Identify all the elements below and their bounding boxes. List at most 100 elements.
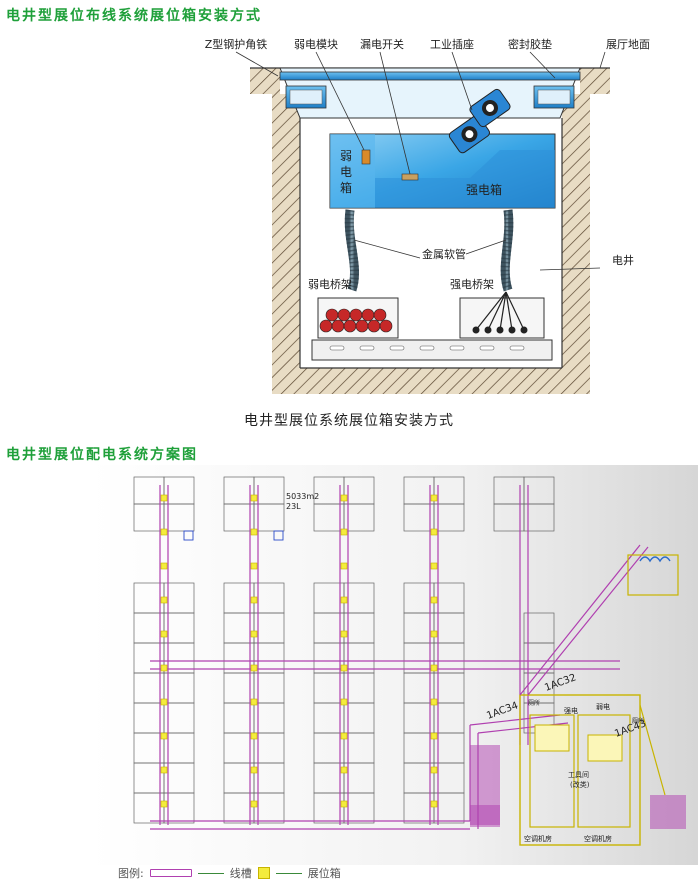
floor-plan: 5033m2 23L 1AC32 1AC34 1AC43 强电 弱电 厕所 厕所… — [90, 465, 698, 865]
label-hall-floor: 展厅地面 — [606, 38, 650, 51]
booth-cell — [523, 503, 555, 532]
booth-box — [430, 800, 438, 808]
label-strong-room: 强电 — [564, 706, 578, 715]
junction-square — [273, 530, 284, 541]
booth-box — [430, 562, 438, 570]
label-shaft: 电井 — [612, 253, 634, 267]
booth-box — [340, 766, 348, 774]
booth-box — [250, 800, 258, 808]
label-strong-box: 强电箱 — [466, 182, 502, 197]
booth-boxes — [160, 494, 438, 808]
booth-cell — [163, 792, 195, 824]
label-z-steel: Z型钢护角铁 — [205, 37, 268, 51]
booth-cell — [433, 792, 465, 824]
booth-box — [160, 664, 168, 672]
legend-trough-line — [197, 872, 224, 874]
section-title-plan: 电井型展位配电系统方案图 — [6, 447, 198, 463]
booth-box — [160, 562, 168, 570]
booth-box — [250, 528, 258, 536]
booth-box — [250, 494, 258, 502]
diagram-caption: 电井型展位系统展位箱安装方式 — [244, 413, 454, 429]
label-ac-room-1: 空调机房 — [524, 834, 552, 843]
booth-box — [160, 596, 168, 604]
booth-cell — [433, 503, 465, 532]
junction-square — [183, 530, 194, 541]
install-diagram: Z型钢护角铁 弱电模块 漏电开关 工业插座 密封胶垫 展厅地面 弱 电 箱 强电… — [205, 37, 650, 394]
booth-cell — [163, 503, 195, 532]
label-metal-hose: 金属软管 — [422, 247, 466, 261]
label-toilet-1: 厕所 — [528, 699, 540, 707]
booth-box — [250, 698, 258, 706]
label-weak-module: 弱电模块 — [294, 38, 338, 51]
legend: 图例: 线槽 展位箱 — [118, 865, 341, 881]
booth-box — [250, 732, 258, 740]
metal-hose — [344, 209, 514, 292]
label-seal-gasket: 密封胶垫 — [508, 37, 552, 51]
legend-trough-swatch — [149, 869, 192, 877]
booth-box — [340, 698, 348, 706]
booth-box — [160, 698, 168, 706]
label-leakage-switch: 漏电开关 — [360, 37, 404, 51]
service-rooms — [470, 544, 686, 846]
booth-box — [160, 528, 168, 536]
booth-box — [430, 596, 438, 604]
label-industrial-socket: 工业插座 — [430, 37, 474, 51]
legend-box-line — [275, 872, 302, 874]
booth-box — [340, 562, 348, 570]
label-weak-box-2: 电 — [340, 165, 352, 179]
booth-box — [430, 732, 438, 740]
booth-box — [340, 630, 348, 638]
power-box-body — [329, 133, 556, 209]
booth-box — [160, 800, 168, 808]
booth-cell — [343, 503, 375, 532]
booth-cell — [253, 503, 285, 532]
booth-box — [430, 766, 438, 774]
label-tool-room: 工具间 — [568, 771, 589, 779]
booth-box — [160, 494, 168, 502]
legend-box-label: 展位箱 — [307, 867, 341, 880]
booth-box — [430, 664, 438, 672]
strong-cable-tray — [459, 291, 545, 339]
booth-box — [340, 494, 348, 502]
booth-box — [340, 596, 348, 604]
booth-box — [250, 562, 258, 570]
label-weak-tray: 弱电桥架 — [308, 278, 352, 291]
label-strong-tray: 强电桥架 — [450, 278, 494, 291]
section-title-install: 电井型展位布线系统展位箱安装方式 — [6, 8, 262, 24]
legend-trough-label: 线槽 — [229, 867, 252, 880]
plan-area-label-2: 23L — [286, 502, 301, 511]
industrial-socket-icon — [448, 88, 511, 154]
weak-cable-tray — [317, 297, 399, 339]
booth-grid — [133, 476, 555, 824]
booth-box — [250, 766, 258, 774]
plan-area-label: 5033m2 — [286, 492, 319, 501]
booth-box — [430, 528, 438, 536]
booth-box — [160, 732, 168, 740]
booth-box — [340, 800, 348, 808]
label-weak-box-1: 弱 — [340, 149, 352, 163]
leader-lines — [235, 51, 606, 271]
label-ac-room-2: 空调机房 — [584, 834, 612, 843]
booth-cell — [343, 792, 375, 824]
booth-box — [430, 494, 438, 502]
booth-box — [250, 664, 258, 672]
booth-box — [340, 528, 348, 536]
label-weak-box-3: 箱 — [340, 180, 352, 195]
bottom-tray — [311, 339, 553, 361]
legend-prefix: 图例: — [118, 867, 144, 880]
legend-box-swatch — [257, 867, 270, 879]
booth-box — [160, 766, 168, 774]
booth-box — [430, 698, 438, 706]
booth-box — [160, 630, 168, 638]
booth-cell — [253, 792, 285, 824]
booth-box — [430, 630, 438, 638]
label-toilet-2: 厕所 — [632, 717, 644, 725]
booth-box — [340, 664, 348, 672]
box-lid — [279, 67, 581, 119]
label-tool-room-sub: (改类) — [570, 780, 590, 789]
booth-box — [250, 596, 258, 604]
plan-background — [90, 465, 698, 865]
booth-box — [250, 630, 258, 638]
booth-box — [340, 732, 348, 740]
label-weak-room: 弱电 — [596, 702, 610, 711]
